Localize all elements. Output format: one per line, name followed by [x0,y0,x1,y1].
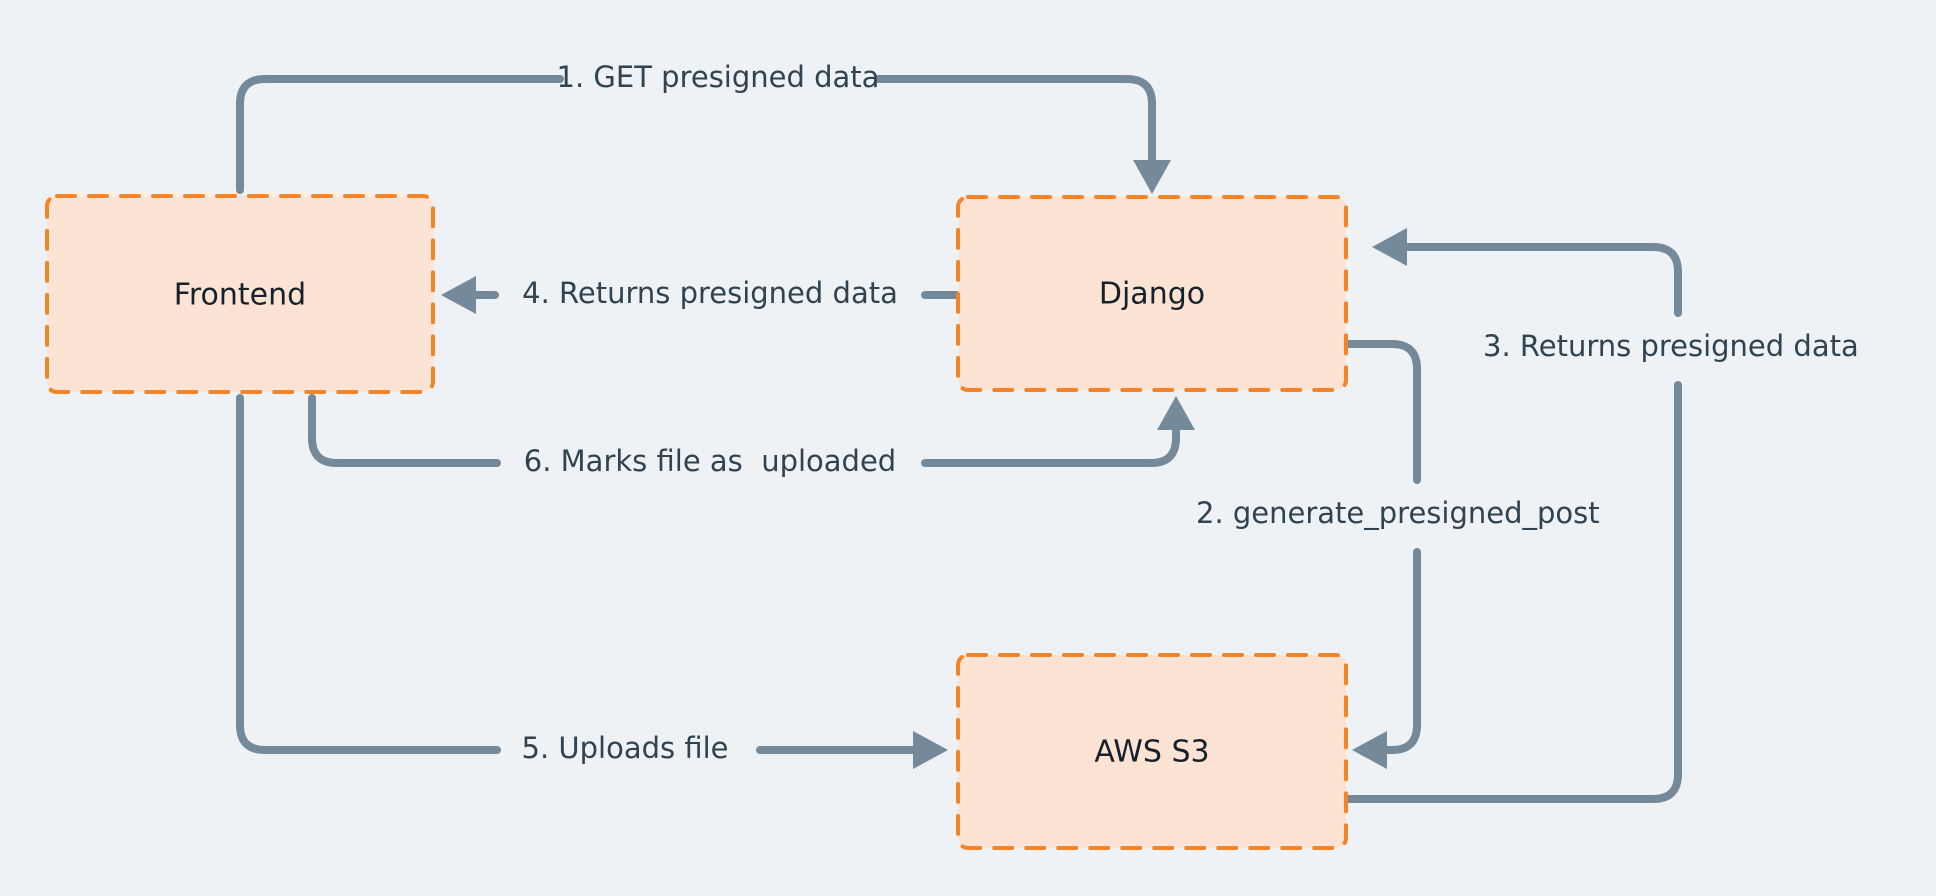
node-django-label: Django [1099,277,1205,312]
edge-4-returns-presigned-data: 4. Returns presigned data [441,276,962,314]
edge-1-get-presigned-data: 1. GET presigned data [236,60,1171,194]
edge-6-path [308,394,1180,467]
edge-1-label: 1. GET presigned data [557,60,880,94]
edge-3-label: 3. Returns presigned data [1483,329,1859,363]
node-frontend[interactable]: Frontend [45,194,435,394]
node-aws-s3-label: AWS S3 [1094,735,1209,770]
edge-4-label: 4. Returns presigned data [522,276,898,310]
edge-6-label: 6. Marks file as uploaded [524,444,896,478]
node-frontend-label: Frontend [174,278,306,313]
edge-1-arrowhead [1133,160,1171,194]
node-django[interactable]: Django [956,195,1348,392]
node-frontend-box[interactable] [45,194,435,394]
edge-2-label: 2. generate_presigned_post [1196,496,1600,530]
edge-5-path [236,394,922,754]
edge-2-path [1342,340,1421,754]
edge-3-path [1342,243,1682,803]
edge-6-arrowhead [1157,396,1195,430]
edge-3-returns-presigned-data: 3. Returns presigned data [1342,228,1859,803]
edge-5-label: 5. Uploads file [522,731,729,765]
edge-2-arrowhead [1352,731,1387,769]
edge-3-arrowhead [1372,228,1407,266]
edge-5-uploads-file: 5. Uploads file [236,394,948,769]
node-aws-s3[interactable]: AWS S3 [956,653,1348,850]
node-django-box[interactable] [956,195,1348,392]
edge-2-generate-presigned-post: 2. generate_presigned_post [1196,340,1600,769]
edge-4-arrowhead [441,276,476,314]
edge-6-marks-file-as-uploaded: 6. Marks file as uploaded [308,394,1195,478]
edge-5-arrowhead [913,731,948,769]
node-aws-s3-box[interactable] [956,653,1348,850]
edge-1-path [236,75,1156,194]
